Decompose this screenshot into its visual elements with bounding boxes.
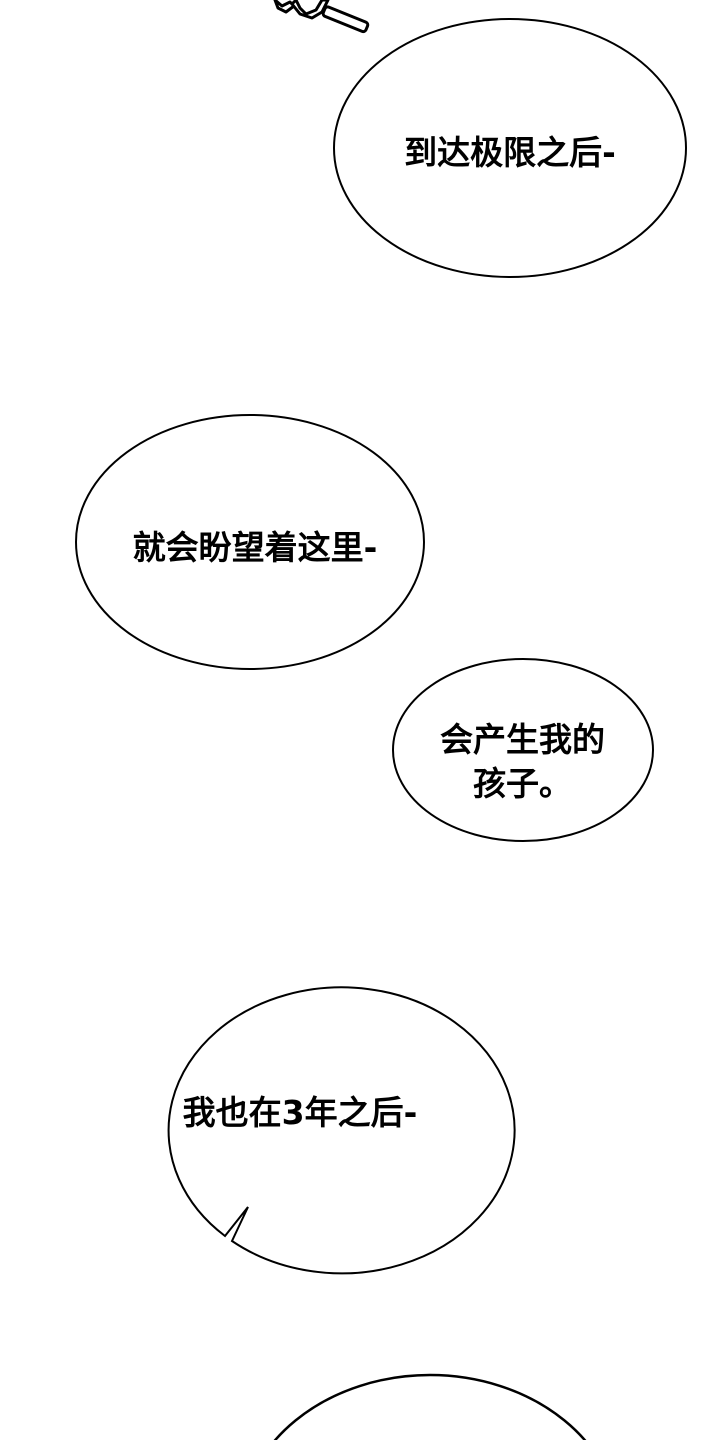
bubble-2-text: 就会盼望着这里-	[132, 528, 378, 567]
bubble-1-text: 到达极限之后-	[404, 133, 616, 172]
sound-effect-lettering	[273, 0, 370, 34]
speech-bubble-3	[392, 658, 654, 842]
speech-bubble-2	[75, 414, 425, 670]
bubble-3-text: 会产生我的 孩子。	[440, 720, 605, 803]
speech-bubble-4	[167, 986, 516, 1275]
speech-bubble-1	[333, 18, 687, 278]
bubble-4-text: 我也在3年之后-	[182, 1093, 418, 1132]
speech-bubble-5	[273, 1373, 587, 1440]
